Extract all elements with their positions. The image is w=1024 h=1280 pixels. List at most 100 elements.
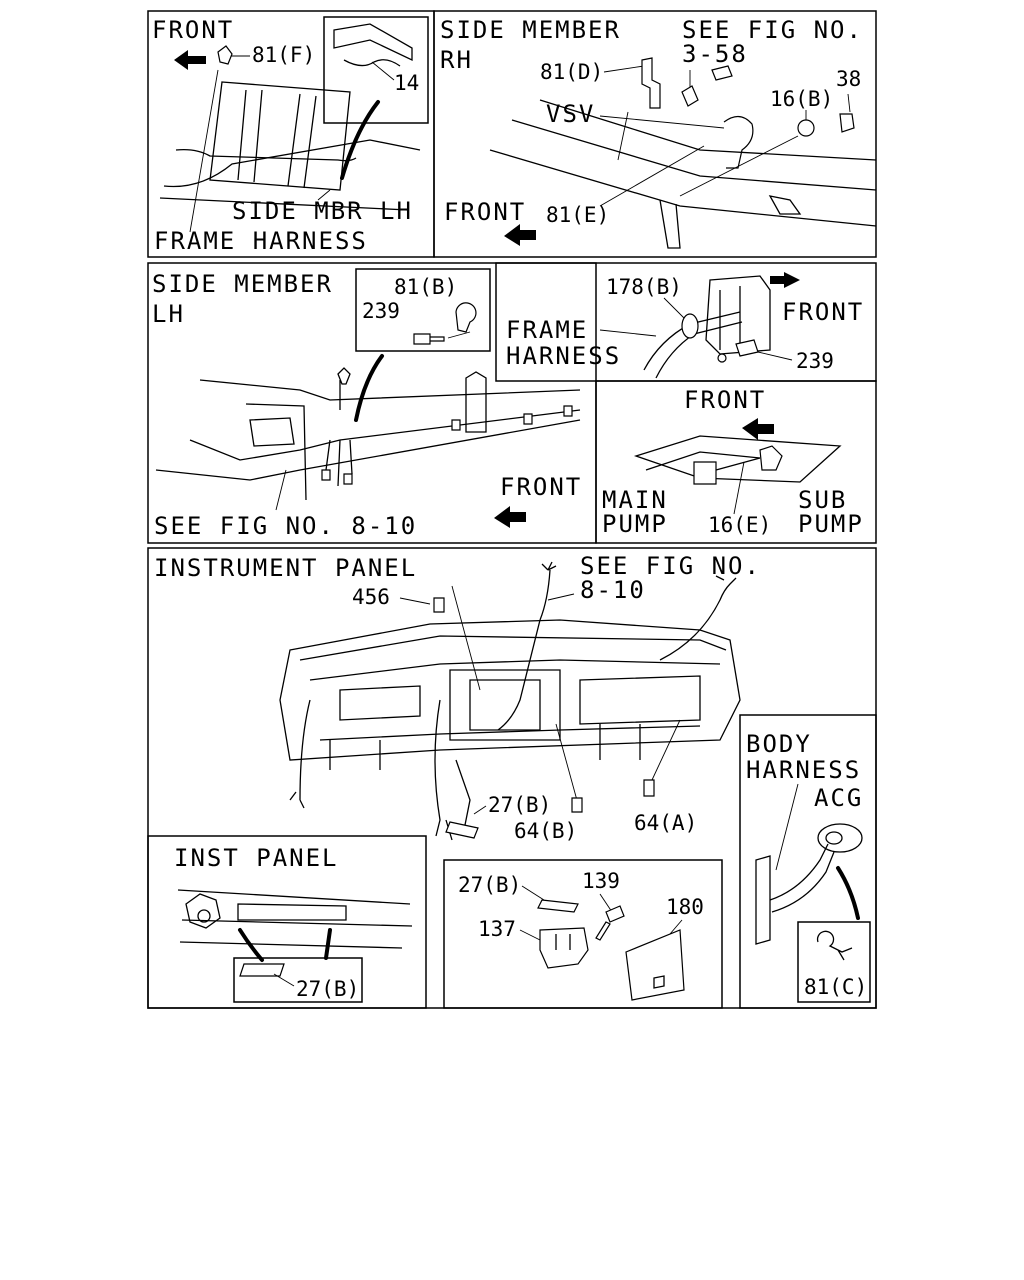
callout-178b: 178(B) [606, 275, 682, 299]
side-member-title: SIDE MEMBER [152, 270, 333, 298]
detail-pointer-arrow [238, 928, 264, 962]
see-fig-label: SEE FIG NO. [682, 16, 863, 44]
panel-side-member-rh: SIDE MEMBER RH SEE FIG NO. 3-58 81(D) VS… [433, 10, 877, 258]
see-fig-label: SEE FIG NO. 8-10 [154, 512, 417, 540]
main-label: MAIN [602, 486, 668, 514]
grommet-16b-icon [797, 119, 815, 137]
panel-bracket-icon [185, 893, 221, 929]
callout-64b: 64(B) [514, 819, 577, 843]
front-label: FRONT [152, 16, 234, 44]
panel-control-unit: 27(B) 139 137 180 [443, 859, 723, 1009]
callout-27b: 27(B) [296, 977, 359, 1001]
harness-label: HARNESS [746, 756, 861, 784]
frame-rails [209, 81, 351, 191]
callout-64a: 64(A) [634, 811, 697, 835]
panel-inst-panel-detail: INST PANEL 27(B) [147, 835, 427, 1009]
bolt-239-icon [413, 333, 445, 345]
side-member-side: RH [440, 46, 473, 74]
dashboard-body [279, 619, 741, 761]
bolt-139-icon [595, 905, 625, 941]
body-label: BODY [746, 730, 812, 758]
front-arrow-icon [174, 50, 206, 70]
see-fig-number: 8-10 [580, 576, 646, 604]
detail-inset [323, 16, 429, 124]
panel-side-member-lh: SIDE MEMBER LH 81(B) 239 FRONT SEE FIG N… [147, 262, 597, 544]
callout-81b: 81(B) [394, 275, 457, 299]
front-arrow-icon [770, 272, 800, 288]
front-label: FRONT [500, 473, 582, 501]
callout-139: 139 [582, 869, 620, 893]
clip-81f-icon [217, 45, 233, 65]
panel-frame-harness-front: FRONT 81(F) 14 SIDE MBR LH FRAME HARNESS [147, 10, 435, 258]
front-arrow-icon [742, 418, 774, 440]
callout-81e: 81(E) [546, 203, 609, 227]
bolt-38-icon [839, 113, 855, 133]
sub-pump-icon [759, 445, 783, 471]
sub-label: SUB [798, 486, 847, 514]
panel-frame-harness-grommet: 178(B) FRONT FRAME HARNESS 239 [495, 262, 877, 382]
acg-connector [817, 823, 863, 853]
cover-180-icon [625, 929, 685, 1001]
pad-27b-icon [445, 821, 479, 839]
detail-inset [797, 921, 871, 1003]
screw-64a-icon [643, 779, 655, 797]
callout-38: 38 [836, 67, 861, 91]
vsv-valve-icon [723, 115, 754, 169]
callout-27b: 27(B) [458, 873, 521, 897]
harness-branch [539, 561, 557, 621]
detail-inset [355, 268, 491, 352]
harness-label: HARNESS [506, 342, 621, 370]
callout-16e: 16(E) [708, 513, 771, 537]
callout-456: 456 [352, 585, 390, 609]
control-unit-137-icon [539, 927, 589, 969]
detail-inset [233, 957, 363, 1003]
screw-64b-icon [571, 797, 583, 813]
callout-81d: 81(D) [540, 60, 603, 84]
callout-137: 137 [478, 917, 516, 941]
frame-post [465, 371, 487, 433]
front-arrow-icon [504, 224, 536, 246]
bracket-icon [705, 275, 771, 355]
grommet-178b-icon [681, 313, 699, 339]
connector-block [237, 903, 347, 921]
front-label: FRONT [684, 386, 766, 414]
callout-180: 180 [666, 895, 704, 919]
callout-81c: 81(C) [804, 975, 867, 999]
callout-27b: 27(B) [488, 793, 551, 817]
detail-pointer-arrow [340, 100, 380, 180]
sub-pump-label: PUMP [798, 510, 864, 538]
frame-label: FRAME [506, 316, 588, 344]
pad-27b-icon [537, 899, 579, 913]
instrument-panel-title: INSTRUMENT PANEL [154, 554, 417, 582]
clip-81c-icon [816, 930, 853, 961]
see-fig-number: 3-58 [682, 40, 748, 68]
see-fig-label: SEE FIG NO. [580, 552, 761, 580]
front-label: FRONT [444, 198, 526, 226]
front-arrow-icon [494, 506, 526, 528]
screw-456-icon [433, 597, 445, 613]
detail-pointer-arrow [354, 354, 384, 422]
acg-label: ACG [814, 784, 863, 812]
panel-fuel-pumps: FRONT MAIN PUMP 16(E) SUB PUMP [595, 380, 877, 544]
panel-body-harness-acg: BODY HARNESS ACG 81(C) [739, 714, 877, 1009]
clip-81b-icon [455, 302, 477, 333]
main-pump-label: PUMP [602, 510, 668, 538]
side-member-side: LH [152, 300, 185, 328]
inst-panel-title: INST PANEL [174, 844, 339, 872]
callout-14: 14 [394, 71, 419, 95]
bracket-81d-icon [641, 57, 661, 109]
callout-239: 239 [362, 299, 400, 323]
body-panel-edge [755, 855, 771, 945]
main-pump-icon [693, 461, 717, 485]
bolt-icon [681, 85, 699, 107]
detail-pointer-arrow [836, 866, 860, 920]
callout-81f: 81(F) [252, 43, 315, 67]
pad-27b-icon [239, 963, 285, 977]
side-member-title: SIDE MEMBER [440, 16, 621, 44]
callout-239: 239 [796, 349, 834, 373]
side-mbr-lh-label: SIDE MBR LH [232, 197, 413, 225]
panel-instrument-panel: INSTRUMENT PANEL SEE FIG NO. 8-10 456 27… [147, 547, 877, 1009]
bolt-239-icon [735, 339, 759, 357]
callout-16b: 16(B) [770, 87, 833, 111]
